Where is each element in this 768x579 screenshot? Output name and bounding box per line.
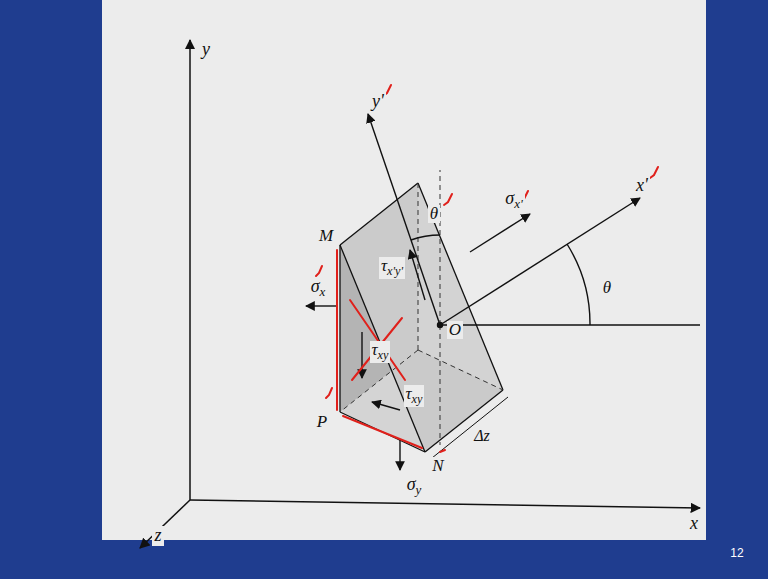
global-axes	[140, 40, 700, 548]
point-label: P	[315, 413, 329, 432]
page-number: 12	[728, 547, 745, 560]
axis-label: z	[152, 526, 163, 546]
dimension-label: Δz	[472, 427, 492, 445]
wedge-element	[340, 170, 503, 452]
stress-label: σx	[309, 277, 328, 299]
axis-label: x'	[634, 176, 650, 196]
axis-label: y'	[370, 92, 386, 112]
point-label: M	[317, 227, 335, 246]
stress-label: σy	[405, 475, 424, 497]
red-annotations	[316, 85, 658, 452]
stress-label: τxy	[370, 341, 391, 362]
angle-label: θ	[428, 205, 440, 224]
point-label: N	[430, 457, 445, 476]
point-label: O	[447, 321, 463, 340]
axis-label: x	[688, 514, 700, 534]
stress-label: τx'y'	[379, 257, 405, 278]
stress-label: σx'	[503, 189, 524, 211]
rotated-axes	[368, 114, 700, 328]
stress-arrows	[306, 214, 530, 470]
angle-label: θ	[601, 279, 613, 298]
slide-panel	[102, 0, 706, 540]
axis-label: y	[200, 40, 212, 60]
stress-label: τxy	[404, 385, 425, 406]
